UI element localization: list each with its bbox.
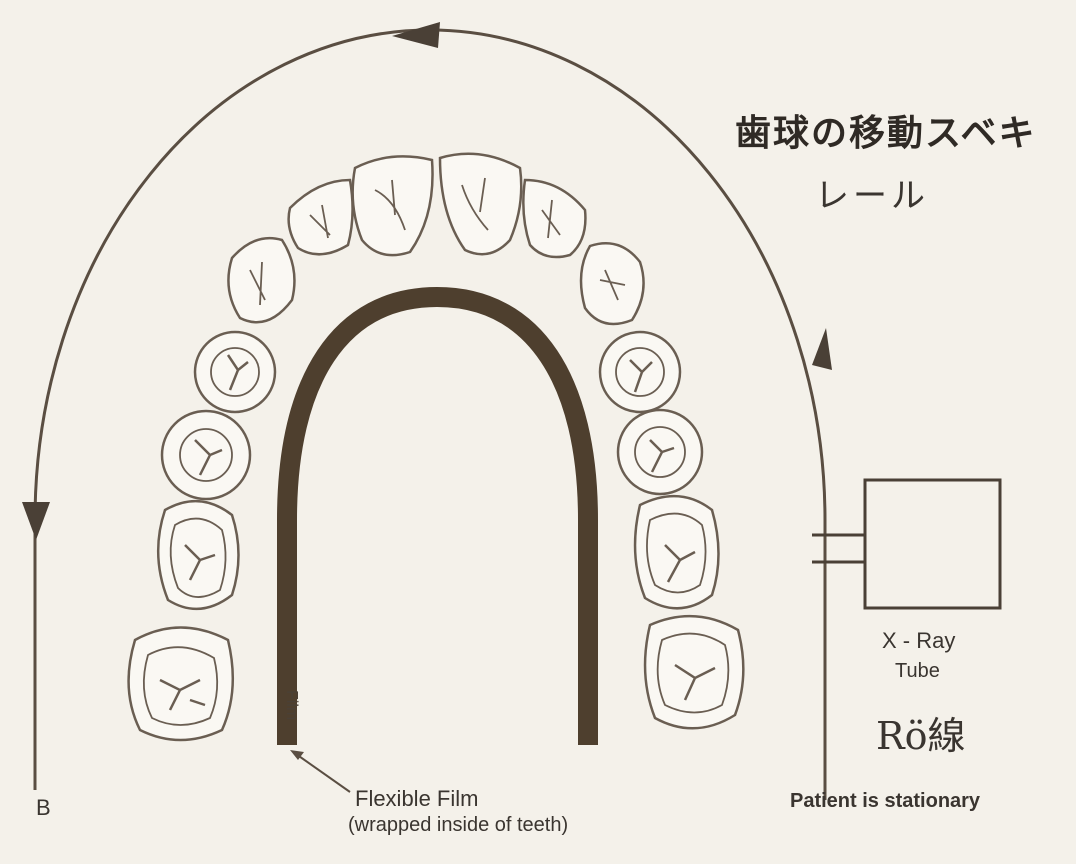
tooth <box>228 238 294 322</box>
film-vertical-label: Film <box>282 690 300 720</box>
tooth <box>353 156 433 255</box>
dental-arch <box>129 154 744 740</box>
tooth <box>581 243 644 324</box>
xray-tube-label-jp: Rö線 <box>876 705 966 760</box>
tooth <box>600 332 680 412</box>
tooth <box>440 154 521 254</box>
xray-tube-label-2: Tube <box>895 660 940 683</box>
tooth <box>645 616 743 728</box>
xray-tube-label: X - Ray <box>882 628 955 654</box>
xray-tube <box>812 480 1000 608</box>
rail-label-jp-sub: レール <box>815 168 929 217</box>
tooth <box>618 410 702 494</box>
tooth <box>162 411 250 499</box>
tooth <box>523 180 585 257</box>
tooth <box>635 496 718 608</box>
arrow-left-icon <box>392 22 440 48</box>
tooth <box>129 628 233 741</box>
figure-letter: B <box>36 795 51 821</box>
film-label-2: (wrapped inside of teeth) <box>348 814 568 837</box>
rail-label-jp: 歯球の移動スベキ <box>735 104 1036 156</box>
patient-note: Patient is stationary <box>790 790 980 813</box>
tooth <box>195 332 275 412</box>
arrow-up-icon <box>812 328 832 370</box>
flexible-film <box>287 297 588 745</box>
film-pointer <box>290 750 350 792</box>
tooth <box>158 501 238 609</box>
arrow-down-icon <box>22 502 50 540</box>
film-label: Flexible Film <box>355 786 478 812</box>
tooth <box>289 180 353 254</box>
